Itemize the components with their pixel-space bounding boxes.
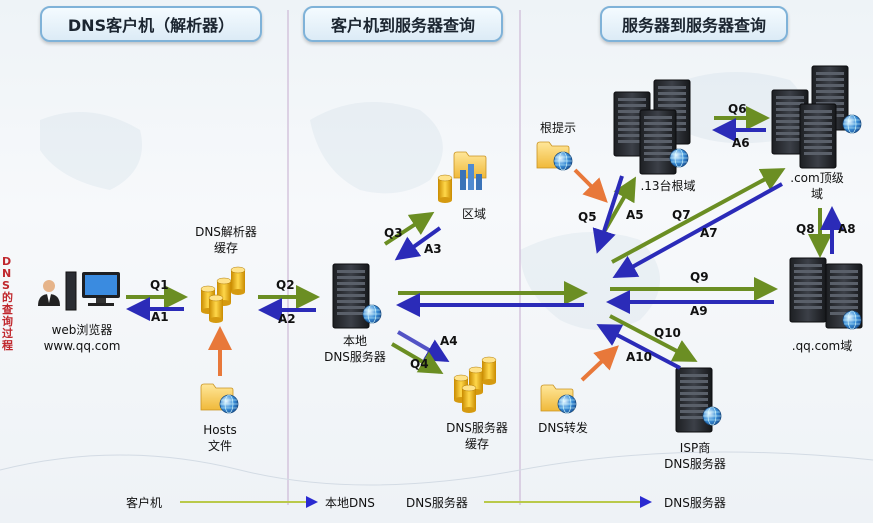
label-forwarder: DNS转发: [538, 421, 588, 435]
resolver-cache-icon: [200, 266, 246, 324]
arrow-q5: [602, 176, 636, 233]
hosts-file-icon: [200, 383, 239, 414]
arrow-q3: [383, 211, 435, 246]
label-q6: Q6: [728, 102, 747, 116]
label-qqcom: .qq.com域: [791, 339, 853, 353]
label-root: .13台根域: [640, 179, 696, 193]
label-q9: Q9: [690, 270, 709, 284]
header-client: DNS客户机（解析器）: [40, 6, 262, 42]
label-q8: Q8: [796, 222, 815, 236]
qqcom-servers-icon: [789, 257, 863, 330]
dns-server-cache-icon: [453, 356, 497, 414]
label-local-dns: 本地 DNS服务器: [324, 334, 386, 364]
label-browser: web浏览器 www.qq.com: [43, 323, 121, 353]
web-browser-icon: [38, 271, 120, 311]
footer-client: 客户机: [126, 496, 163, 510]
label-zone: 区域: [461, 207, 486, 221]
label-a3: A3: [424, 242, 442, 256]
zone-icon: [437, 151, 487, 204]
label-q1: Q1: [150, 278, 169, 292]
label-q7: Q7: [672, 208, 691, 222]
label-q10: Q10: [654, 326, 681, 340]
label-q5: Q5: [578, 210, 597, 224]
header-client-to-server: 客户机到服务器查询: [303, 6, 503, 42]
arrow-a7: [612, 182, 783, 278]
arrow-root-hint: [573, 168, 608, 203]
label-q4: Q4: [410, 357, 429, 371]
footer-dns-server-2: DNS服务器: [664, 496, 726, 510]
footer-dns-server-1: DNS服务器: [406, 496, 468, 510]
label-a2: A2: [278, 312, 296, 326]
arrow-q10: [609, 314, 698, 362]
label-a5: A5: [626, 208, 644, 222]
forwarder-icon: [540, 384, 577, 414]
arrow-q7: [611, 168, 786, 264]
label-isp: ISP商 DNS服务器: [664, 441, 726, 471]
label-q2: Q2: [276, 278, 295, 292]
arrow-forwarder: [580, 345, 619, 382]
label-a1: A1: [151, 310, 169, 324]
side-title: DNS的查询过程: [2, 255, 13, 352]
root-hint-icon: [536, 141, 573, 171]
label-a7: A7: [700, 226, 718, 240]
label-a4: A4: [440, 334, 458, 348]
label-a10: A10: [626, 350, 652, 364]
label-a9: A9: [690, 304, 708, 318]
root-servers-icon: [613, 79, 691, 175]
label-com: .com顶级 域: [790, 171, 844, 201]
local-dns-server-icon: [332, 263, 382, 329]
header-server-to-server: 服务器到服务器查询: [600, 6, 788, 42]
arrow-a5: [592, 175, 624, 254]
footer-local-dns: 本地DNS: [325, 496, 375, 510]
arrow-q4: [390, 342, 444, 375]
isp-server-icon: [675, 367, 722, 433]
label-root-hint: 根提示: [539, 121, 576, 135]
label-q3: Q3: [384, 226, 403, 240]
label-hosts: Hosts 文件: [203, 423, 237, 453]
arrow-a10: [596, 324, 681, 370]
arrow-a3: [394, 226, 442, 261]
label-server-cache: DNS服务器 缓存: [446, 421, 508, 451]
label-a8: A8: [838, 222, 856, 236]
label-resolver-cache: DNS解析器 缓存: [195, 225, 257, 255]
label-a6: A6: [732, 136, 750, 150]
